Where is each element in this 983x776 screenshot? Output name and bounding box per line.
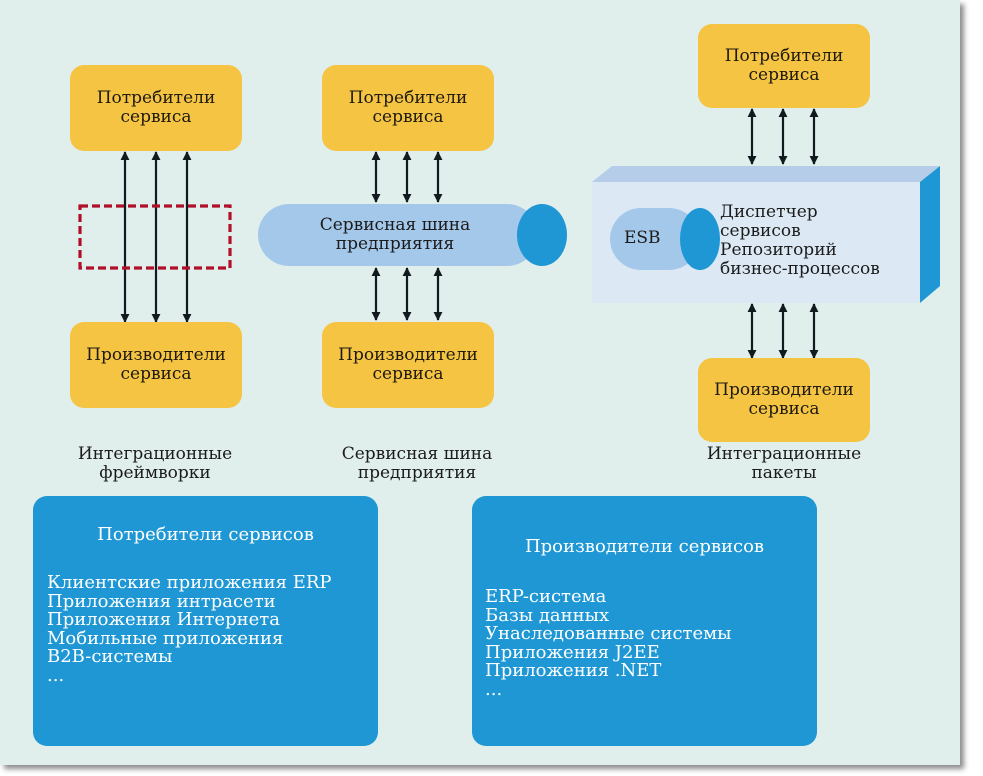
col3-producers-line1: Производители: [714, 380, 854, 400]
col2-producers-line2: сервиса: [372, 364, 444, 384]
col2-consumers-line1: Потребители: [348, 88, 468, 108]
col3-consumers-line1: Потребители: [724, 46, 844, 66]
diagram-canvas: Потребители сервиса Производители сервис…: [0, 0, 960, 765]
col2-consumers-box: Потребители сервиса: [322, 65, 494, 151]
list-item: ...: [485, 678, 503, 700]
col1-consumers-line2: сервиса: [120, 107, 192, 127]
list-item: Унаследованные системы: [485, 623, 732, 644]
list-item: Приложения J2EE: [485, 641, 660, 663]
col3-caption-line2: пакеты: [751, 463, 817, 483]
col2-producers-box: Производители сервиса: [322, 322, 494, 408]
producers-panel-list: ERP-система Базы данных Унаследованные с…: [485, 586, 732, 700]
list-item: Базы данных: [485, 604, 610, 626]
col1-caption-line1: Интеграционные: [77, 444, 233, 464]
package-items: Диспетчер сервисов Репозиторий бизнес-пр…: [720, 203, 880, 279]
list-item: Приложения Интернета: [47, 609, 280, 630]
enterprise-bus-cylinder: [258, 204, 567, 266]
package-item: Диспетчер: [720, 202, 818, 222]
col1-producers-line1: Производители: [86, 345, 226, 365]
package-item: сервисов: [720, 221, 801, 241]
col2-caption-line2: предприятия: [357, 463, 477, 483]
col1-consumers-line1: Потребители: [96, 88, 216, 108]
list-item: Клиентские приложения ERP: [47, 572, 332, 593]
col3-caption-line1: Интеграционные: [706, 444, 862, 464]
integration-framework-box: [78, 204, 232, 270]
col3-producers-line2: сервиса: [748, 399, 820, 419]
bus-label: Сервисная шина предприятия: [280, 216, 510, 254]
list-item: Приложения .NET: [485, 660, 662, 681]
bus-label-line1: Сервисная шина: [319, 215, 471, 235]
col3-caption: Интеграционные пакеты: [679, 445, 889, 483]
package-item: Репозиторий: [720, 240, 837, 260]
list-item: ...: [47, 664, 65, 686]
col1-caption: Интеграционные фреймворки: [40, 445, 270, 483]
col2-producers-line1: Производители: [338, 345, 478, 365]
col1-caption-line2: фреймворки: [99, 463, 211, 483]
col2-consumers-line2: сервиса: [372, 107, 444, 127]
consumers-panel: Потребители сервисов Клиентские приложен…: [33, 496, 378, 746]
esb-label: ESB: [624, 228, 661, 248]
col3-consumers-line2: сервиса: [748, 65, 820, 85]
col1-consumers-box: Потребители сервиса: [70, 65, 242, 151]
col1-producers-line2: сервиса: [120, 364, 192, 384]
col1-producers-box: Производители сервиса: [70, 322, 242, 408]
col2-caption: Сервисная шина предприятия: [302, 445, 532, 483]
consumers-panel-list: Клиентские приложения ERP Приложения инт…: [47, 572, 332, 686]
col3-producers-box: Производители сервиса: [698, 358, 870, 442]
list-item: ERP-система: [485, 586, 607, 607]
col2-caption-line1: Сервисная шина: [341, 444, 493, 464]
col3-consumers-box: Потребители сервиса: [698, 24, 870, 108]
list-item: B2B-системы: [47, 646, 173, 667]
package-item: бизнес-процессов: [720, 259, 880, 279]
consumers-panel-title: Потребители сервисов: [97, 524, 314, 545]
connectors-layer: [78, 108, 940, 359]
producers-panel: Производители сервисов ERP-система Базы …: [472, 496, 817, 746]
producers-panel-title: Производители сервисов: [524, 536, 765, 557]
integration-package-block: [592, 166, 940, 303]
list-item: Мобильные приложения: [47, 627, 284, 649]
bus-label-line2: предприятия: [335, 234, 455, 254]
list-item: Приложения интрасети: [47, 590, 276, 612]
